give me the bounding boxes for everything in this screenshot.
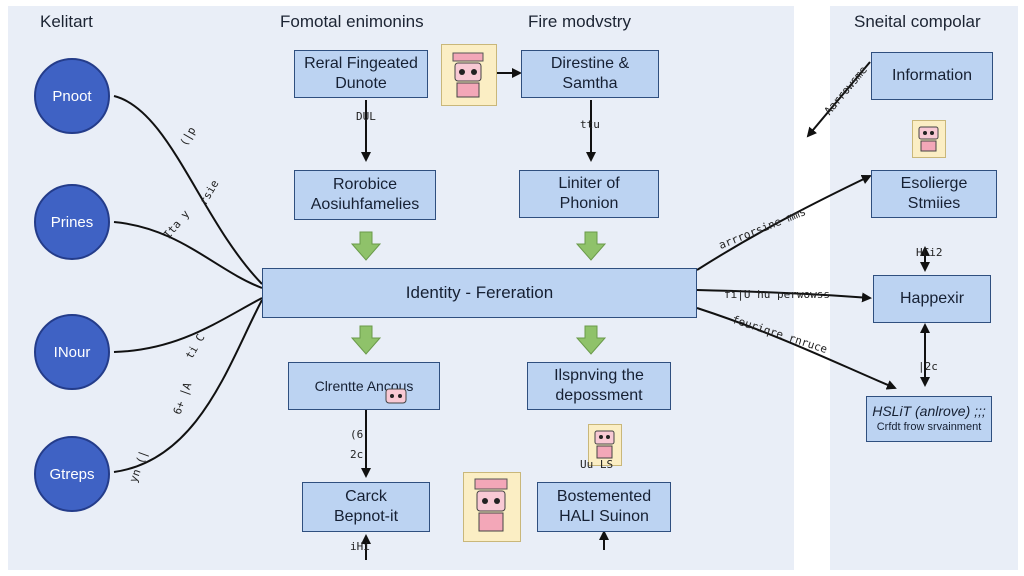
circle-prines[interactable]: Prines <box>34 184 110 260</box>
annotation: iHi <box>350 540 370 553</box>
arrow-identity-to-hsl <box>696 307 897 390</box>
box-identity[interactable]: Identity - Fereration <box>262 268 697 318</box>
green-arrow-identity-improving <box>575 325 607 355</box>
box-information[interactable]: Information <box>871 52 993 100</box>
curve-prines <box>113 221 263 289</box>
robot-icon <box>912 120 946 158</box>
curve-pnoot <box>113 95 263 285</box>
curve-gtreps <box>113 299 263 473</box>
robot-icon <box>382 386 410 410</box>
arrow-identity-to-exchange <box>696 174 872 271</box>
robot-icon <box>588 424 622 466</box>
annotation: (6 <box>350 428 364 441</box>
arrow-identity-to-happexir <box>696 289 872 303</box>
robot-icon <box>441 44 497 106</box>
box-hsl[interactable]: HSLiT (anlrove) ;;; Crfdt frow srvainmen… <box>866 396 992 442</box>
green-arrow-robotic-identity <box>350 231 382 261</box>
header-col4: Sneital compolar <box>854 12 981 31</box>
annotation: fi|U hu perwowss <box>724 288 830 301</box>
annotation: |2c <box>918 360 938 373</box>
circle-gtreps[interactable]: Gtreps <box>34 436 110 512</box>
header-col2: Fomotal enimonins <box>280 12 424 31</box>
box-directine[interactable]: Direstine & Samtha <box>521 50 659 98</box>
green-arrow-identity-clientele <box>350 325 382 355</box>
circle-inour[interactable]: INour <box>34 314 110 390</box>
box-improving[interactable]: Ilspnving the depossment <box>527 362 671 410</box>
box-rural[interactable]: Reral Fingeated Dunote <box>294 50 428 98</box>
box-happexir[interactable]: Happexir <box>873 275 991 323</box>
box-limiter[interactable]: Liniter of Phonion <box>519 170 659 218</box>
box-clientele[interactable]: Clrentte Ancous <box>288 362 440 410</box>
annotation: DUL <box>356 110 376 123</box>
hsl-line1: HSLiT (anlrove) ;;; <box>872 403 986 419</box>
header-col1: Kelitart <box>40 12 93 31</box>
box-bostemented[interactable]: Bostemented HALI Suinon <box>537 482 671 532</box>
arrow-to-information <box>806 61 871 138</box>
box-exchange[interactable]: Esolierge Stmiies <box>871 170 997 218</box>
box-carck[interactable]: Carck Bepnot-it <box>302 482 430 532</box>
hsl-line2: Crfdt frow srvainment <box>876 421 982 433</box>
annotation: HCi2 <box>916 246 943 259</box>
robot-icon <box>463 472 521 542</box>
annotation: 2c <box>350 448 364 461</box>
green-arrow-limiter-identity <box>575 231 607 261</box>
header-col3: Fire modvstry <box>528 12 631 31</box>
annotation: ttu <box>580 118 600 131</box>
circle-pnoot[interactable]: Pnoot <box>34 58 110 134</box>
box-robotic[interactable]: Rorobice Aosiuhfamelies <box>294 170 436 220</box>
annotation: Uu LS <box>580 458 614 471</box>
curve-inour <box>113 297 263 353</box>
